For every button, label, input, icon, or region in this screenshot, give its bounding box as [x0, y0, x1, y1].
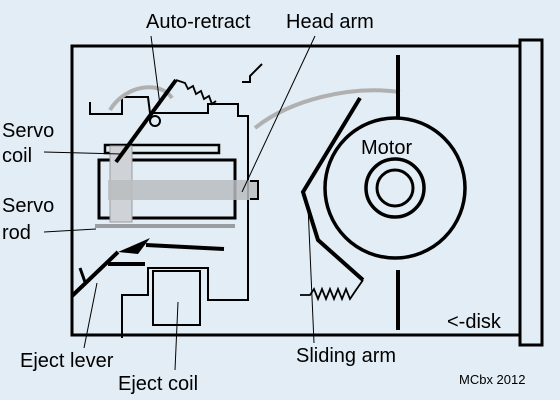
label-auto-retract: Auto-retract [146, 11, 251, 33]
motor-housing [323, 116, 467, 260]
leader-head-arm [241, 35, 316, 193]
label-head-arm: Head arm [286, 11, 374, 33]
leader-eject-coil [174, 301, 179, 371]
housing-top-notch [242, 63, 263, 83]
eject-lever-stop [78, 267, 87, 283]
disk-edge [518, 38, 544, 347]
leader-sliding-arm [307, 205, 315, 344]
label-disk: <-disk [447, 311, 501, 333]
head-bracket [250, 180, 259, 200]
auto-retract-pivot [149, 115, 161, 127]
leader-eject-lever [83, 282, 98, 349]
sliding-arm-spring [300, 279, 364, 302]
label-servo-rod-line1: Servo [2, 195, 55, 217]
label-servo-coil-line2: coil [2, 145, 33, 167]
auto-retract-spring [175, 79, 217, 106]
motor-hub-outer [364, 157, 426, 219]
leader-servo-coil [43, 151, 122, 155]
leader-servo-rod [43, 228, 97, 233]
label-servo-coil-line1: Servo [2, 120, 55, 142]
label-eject-lever: Eject lever [20, 350, 114, 372]
eject-lever-plate [118, 238, 150, 254]
eject-lever-arm [70, 250, 120, 298]
motor-hub-inner [375, 168, 415, 208]
head-arm-bar [108, 180, 258, 200]
label-eject-coil: Eject coil [118, 373, 199, 395]
sliding-arm [300, 96, 365, 282]
head-arm-curve-right [253, 88, 401, 130]
eject-lever-bar [145, 243, 225, 251]
label-sliding-arm: Sliding arm [296, 345, 397, 367]
eject-coil [152, 270, 201, 326]
servo-coil-plate [103, 143, 221, 155]
servo-housing-outline [89, 96, 249, 338]
auto-retract-lever [114, 78, 178, 164]
label-motor: Motor [361, 137, 413, 159]
leader-auto-retract [150, 35, 161, 106]
credit-text: MCbx 2012 [459, 372, 526, 387]
label-servo-rod-line2: rod [2, 222, 31, 244]
